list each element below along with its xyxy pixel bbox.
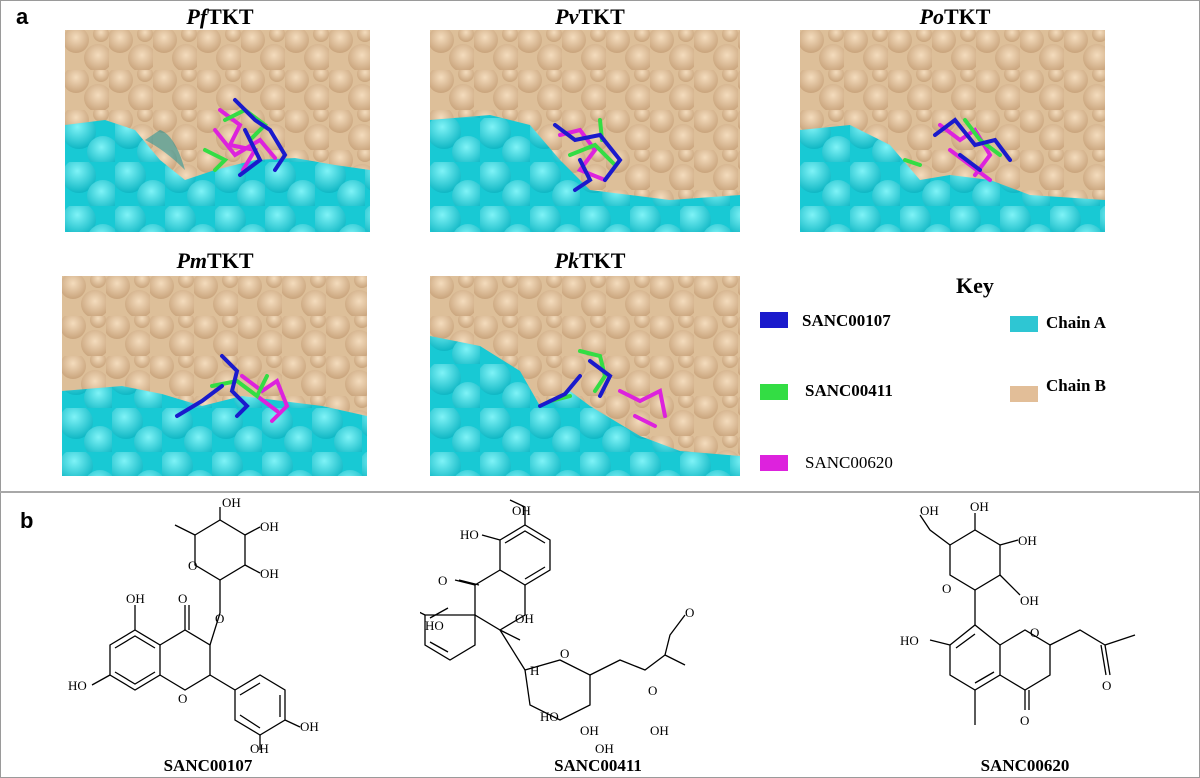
key-label-chain-a: Chain A xyxy=(1046,313,1106,332)
sanc00620-group-7: O xyxy=(1030,625,1039,640)
potkt-suffix: TKT xyxy=(943,4,991,29)
pftkt-title: PfTKT xyxy=(160,4,280,30)
sanc00411-group-1: HO xyxy=(460,527,479,542)
key-swatch-chain-b xyxy=(1010,386,1038,402)
sanc00411-group-8: O xyxy=(685,605,694,620)
key-swatch-sanc00411 xyxy=(760,384,788,400)
key-label-sanc00411: SANC00411 xyxy=(805,381,893,400)
sanc00107-group-0: OH xyxy=(222,495,241,510)
sanc00107-group-2: OH xyxy=(260,566,279,581)
sanc00107-name: SANC00107 xyxy=(163,756,253,775)
pmtkt-title: PmTKT xyxy=(155,248,275,274)
sanc00620-group-4: OH xyxy=(1020,593,1039,608)
sanc00620-group-2: OH xyxy=(1018,533,1037,548)
sanc00411-name: SANC00411 xyxy=(554,756,642,775)
pvtkt-prefix: Pv xyxy=(555,4,579,29)
pktkt-surface-image xyxy=(430,276,740,476)
panel-a-label: a xyxy=(16,4,29,29)
sanc00411-group-2: O xyxy=(438,573,447,588)
sanc00411-group-3: HO xyxy=(425,618,444,633)
sanc00411-group-7: O xyxy=(648,683,657,698)
potkt-title: PoTKT xyxy=(895,4,1015,30)
sanc00107-group-8: O xyxy=(60,495,69,498)
pftkt-suffix: TKT xyxy=(207,4,254,29)
sanc00411-group-9: OH xyxy=(650,723,669,738)
sanc00620-group-5: OH xyxy=(890,495,909,498)
sanc00107-group-7: O xyxy=(178,691,187,706)
sanc00107-group-1: OH xyxy=(260,519,279,534)
key-label-sanc00620: SANC00620 xyxy=(805,453,893,472)
sanc00620-structure: OH OH OH O OH OH HO O O O xyxy=(890,495,1136,728)
panel-b-label: b xyxy=(20,508,34,533)
sanc00107-group-4: O xyxy=(215,611,224,626)
sanc00107-group-12: HO xyxy=(60,495,79,498)
sanc00107-group-5: O xyxy=(178,591,187,606)
pftkt-surface-image xyxy=(65,30,370,232)
potkt-prefix: Po xyxy=(919,4,944,29)
sanc00107-group-11: OH xyxy=(250,741,269,755)
sanc00620-group-6: HO xyxy=(900,633,919,648)
pktkt-suffix: TKT xyxy=(578,248,626,273)
sanc00411-group-12: OH xyxy=(595,741,614,755)
pktkt-title: PkTKT xyxy=(530,248,650,274)
pftkt-prefix: Pf xyxy=(186,4,208,29)
sanc00620-group-0: OH xyxy=(920,503,939,518)
sanc00107-group-9: HO xyxy=(68,678,87,693)
sanc00620-name: SANC00620 xyxy=(980,756,1070,775)
sanc00411-group-0: OH xyxy=(512,503,531,518)
key-swatch-chain-a xyxy=(1010,316,1038,332)
key-label-sanc00107: SANC00107 xyxy=(802,311,891,330)
sanc00107-structure: OH OH OH O O O OH O O HO OH OH HO xyxy=(60,495,319,755)
pvtkt-surface-image xyxy=(430,30,740,232)
pvtkt-title: PvTKT xyxy=(530,4,650,30)
sanc00411-structure: OH HO O HO OH O H O O OH HO OH OH xyxy=(420,499,694,755)
sanc00107-group-6: OH xyxy=(126,591,145,606)
panel-divider xyxy=(0,491,1200,493)
sanc00411-group-10: HO xyxy=(540,709,559,724)
sanc00411-group-4: OH xyxy=(515,611,534,626)
key-label-chain-b: Chain B xyxy=(1046,376,1106,395)
key-swatch-sanc00620 xyxy=(760,455,788,471)
key-swatch-sanc00107 xyxy=(760,312,788,328)
pmtkt-prefix: Pm xyxy=(176,248,208,273)
pvtkt-suffix: TKT xyxy=(578,4,625,29)
potkt-surface-image xyxy=(800,30,1105,232)
pktkt-prefix: Pk xyxy=(554,248,579,273)
sanc00411-group-6: H xyxy=(530,663,539,678)
sanc00107-group-3: O xyxy=(188,558,197,573)
pmtkt-surface-image xyxy=(62,276,367,476)
sanc00107-group-10: OH xyxy=(300,719,319,734)
sanc00411-group-11: OH xyxy=(580,723,599,738)
pmtkt-suffix: TKT xyxy=(207,248,254,273)
sanc00620-group-3: O xyxy=(942,581,951,596)
sanc00620-group-8: O xyxy=(1102,678,1111,693)
sanc00620-group-1: OH xyxy=(970,499,989,514)
sanc00411-group-5: O xyxy=(560,646,569,661)
key-title: Key xyxy=(956,273,994,298)
sanc00620-group-9: O xyxy=(1020,713,1029,728)
